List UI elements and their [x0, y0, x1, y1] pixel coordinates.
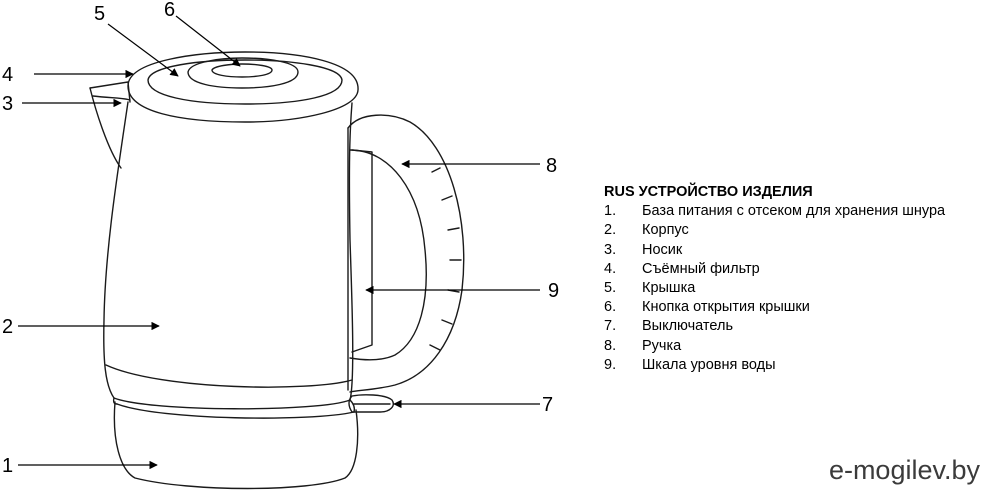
lid-button	[187, 57, 299, 89]
legend-item: 5. Крышка	[604, 279, 990, 298]
legend-list: 1. База питания с отсеком для хранения шн…	[604, 202, 990, 375]
legend-item: 7. Выключатель	[604, 317, 990, 336]
legend-item-number: 3.	[604, 241, 617, 258]
legend-item-text: Корпус	[642, 222, 689, 239]
callout-numbers: 1 2 3 4 5 6 7 8 9	[2, 0, 559, 477]
leader-5	[107, 23, 179, 77]
leader-6	[175, 15, 241, 67]
legend-item-number: 4.	[604, 260, 617, 277]
callout-lines	[18, 15, 540, 470]
legend-item-number: 1.	[604, 203, 617, 220]
legend-item-text: Крышка	[642, 280, 696, 297]
legend-item-number: 8.	[604, 337, 617, 354]
kettle-lid	[127, 51, 359, 123]
kettle-drawing	[89, 51, 465, 490]
legend-item: 1. База питания с отсеком для хранения шн…	[604, 202, 990, 221]
legend-item: 6. Кнопка открытия крышки	[604, 298, 990, 317]
legend-item-text: Ручка	[642, 337, 682, 354]
legend-item: 2. Корпус	[604, 221, 990, 240]
callout-2: 2	[2, 316, 13, 338]
callout-1: 1	[2, 455, 13, 477]
legend-item-text: Носик	[642, 241, 683, 258]
legend-item-text: Съёмный фильтр	[642, 260, 760, 277]
kettle-spout	[89, 87, 122, 169]
legend-item-text: База питания с отсеком для хранения шнур…	[642, 203, 946, 220]
legend-item: 8. Ручка	[604, 337, 990, 356]
callout-8: 8	[546, 155, 557, 177]
callout-7: 7	[542, 394, 553, 416]
legend-item: 3. Носик	[604, 241, 990, 260]
legend-item-number: 2.	[604, 222, 617, 239]
legend-item-number: 9.	[604, 356, 617, 373]
legend-item: 4. Съёмный фильтр	[604, 260, 990, 279]
kettle-base	[113, 401, 359, 490]
legend-item: 9. Шкала уровня воды	[604, 356, 990, 375]
power-switch	[348, 394, 394, 413]
callout-6: 6	[164, 0, 175, 21]
legend-item-number: 6.	[604, 299, 617, 316]
legend-item-number: 5.	[604, 280, 617, 297]
kettle-body	[103, 101, 354, 410]
site-watermark: e-mogilev.by	[828, 455, 980, 485]
legend-item-text: Кнопка открытия крышки	[642, 299, 810, 316]
callout-5: 5	[94, 3, 105, 25]
legend-title: RUS УСТРОЙСТВО ИЗДЕЛИЯ	[604, 184, 813, 200]
legend-item-text: Выключатель	[642, 318, 733, 335]
callout-3: 3	[2, 93, 13, 115]
legend-item-text: Шкала уровня воды	[642, 356, 776, 373]
callout-4: 4	[2, 64, 13, 86]
legend: RUS УСТРОЙСТВО ИЗДЕЛИЯ 1. База питания с …	[604, 183, 990, 375]
callout-9: 9	[548, 280, 559, 302]
legend-item-number: 7.	[604, 318, 617, 335]
kettle-handle	[347, 114, 465, 393]
